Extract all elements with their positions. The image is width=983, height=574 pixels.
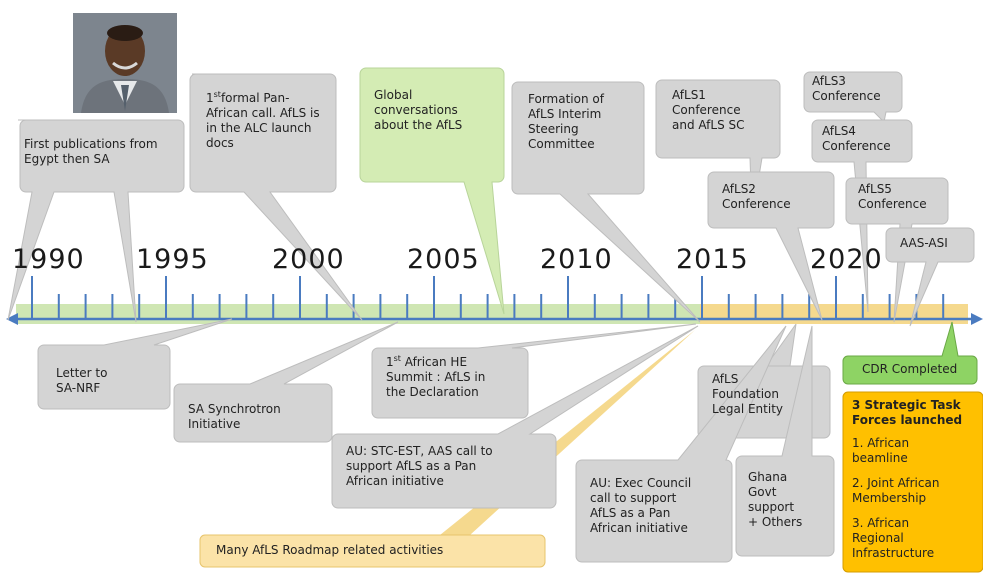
label-global: Global conversations about the AfLS	[374, 88, 463, 132]
label-cdr: CDR Completed	[862, 362, 958, 376]
callout-global	[359, 67, 505, 315]
label-formation: Formation of AfLS Interim Steering Commi…	[528, 92, 604, 151]
label-egypt: First publications from Egypt then SA	[24, 137, 158, 166]
taskforce-box	[842, 391, 983, 573]
year-2020: 2020	[810, 244, 883, 275]
label-taskforce-item-2: 2. Joint African Membership	[852, 476, 940, 505]
roadmap-box	[199, 534, 546, 568]
callout-summit	[371, 323, 697, 419]
axis-ticks	[31, 276, 945, 319]
axis-arrow-left	[6, 313, 18, 325]
label-afls5: AfLS5 Conference	[858, 182, 927, 211]
callout-formation	[511, 81, 701, 323]
callout-panafrican	[189, 73, 363, 321]
callout-au-stc	[331, 325, 699, 509]
portrait-photo	[73, 13, 177, 113]
label-roadmap: Many AfLS Roadmap related activities	[216, 543, 444, 557]
label-ghana: Ghana Govt support + Others	[748, 470, 803, 529]
callout-aasasi	[885, 227, 975, 327]
label-panafrican: 1stformal Pan- African call. AfLS is in …	[206, 90, 320, 150]
axis-arrow-right	[971, 313, 983, 325]
label-summit: 1st African HE Summit : AfLS in the Decl…	[386, 354, 486, 399]
label-synchrotron: SA Synchrotron Initiative	[188, 402, 281, 431]
year-2005: 2005	[407, 244, 480, 275]
label-afls4: AfLS4 Conference	[822, 124, 891, 153]
year-1990: 1990	[12, 244, 85, 275]
label-taskforce-item-1: 1. African beamline	[852, 436, 910, 465]
year-2010: 2010	[540, 244, 613, 275]
label-letter: Letter to SA-NRF	[56, 366, 108, 395]
year-1995: 1995	[136, 244, 209, 275]
callout-letter	[37, 318, 233, 410]
callout-ghana	[735, 325, 835, 557]
label-afls1: AfLS1 Conference and AfLS SC	[672, 88, 745, 132]
label-taskforce-title: 3 Strategic Task Forces launched	[852, 398, 963, 427]
yellow-band	[700, 304, 968, 324]
callout-afls5	[845, 177, 949, 323]
cdr-box	[842, 321, 978, 385]
label-au-stc: AU: STC-EST, AAS call to support AfLS as…	[346, 444, 493, 488]
callout-synchrotron	[173, 321, 399, 443]
label-au-exec: AU: Exec Council call to support AfLS as…	[590, 476, 692, 535]
callout-au-exec	[575, 325, 787, 563]
year-2015: 2015	[676, 244, 749, 275]
callout-foundation-tail	[765, 323, 797, 367]
label-afls2: AfLS2 Conference	[722, 182, 791, 211]
label-afls3: AfLS3 Conference	[812, 74, 881, 103]
callout-afls3	[803, 71, 903, 124]
callout-afls2	[707, 171, 835, 321]
label-foundation: AfLS Foundation Legal Entity	[712, 372, 784, 416]
label-aasasi: AAS-ASI	[900, 236, 948, 250]
label-taskforce-item-3: 3. African Regional Infrastructure	[852, 516, 935, 560]
callout-egypt	[7, 119, 185, 323]
year-2000: 2000	[272, 244, 345, 275]
